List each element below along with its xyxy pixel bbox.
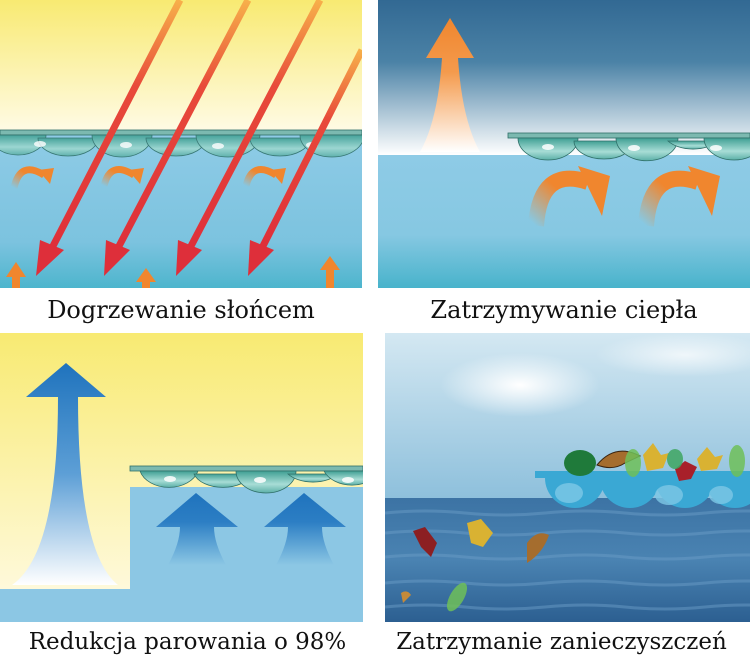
solar-heating-illustration xyxy=(0,0,362,288)
leaf-debris-icon xyxy=(401,443,745,612)
caption-solar-heating: Dogrzewanie słońcem xyxy=(47,296,315,324)
heat-retained-arrow-icon xyxy=(528,170,701,227)
caption-evaporation-reduction: Redukcja parowania o 98% xyxy=(28,629,347,655)
heat-up-arrow-icon xyxy=(6,256,340,288)
heat-escape-arrow-icon xyxy=(420,18,480,152)
heat-circulation-icon xyxy=(10,166,278,189)
evaporation-reduction-illustration xyxy=(0,333,363,622)
caption-heat-retention: Zatrzymywanie ciepła xyxy=(430,296,698,324)
bubble-cover xyxy=(129,465,363,494)
bubble-cover xyxy=(507,132,750,162)
evaporation-arrow-icon xyxy=(12,363,118,585)
blocked-evaporation-arrow-icon xyxy=(156,493,346,565)
heat-retention-illustration xyxy=(378,0,750,288)
sun-ray-icon xyxy=(36,0,362,276)
debris-retention-illustration xyxy=(385,333,750,622)
caption-debris-retention: Zatrzymanie zanieczyszczeń xyxy=(396,629,727,655)
debris-cover xyxy=(535,471,750,508)
